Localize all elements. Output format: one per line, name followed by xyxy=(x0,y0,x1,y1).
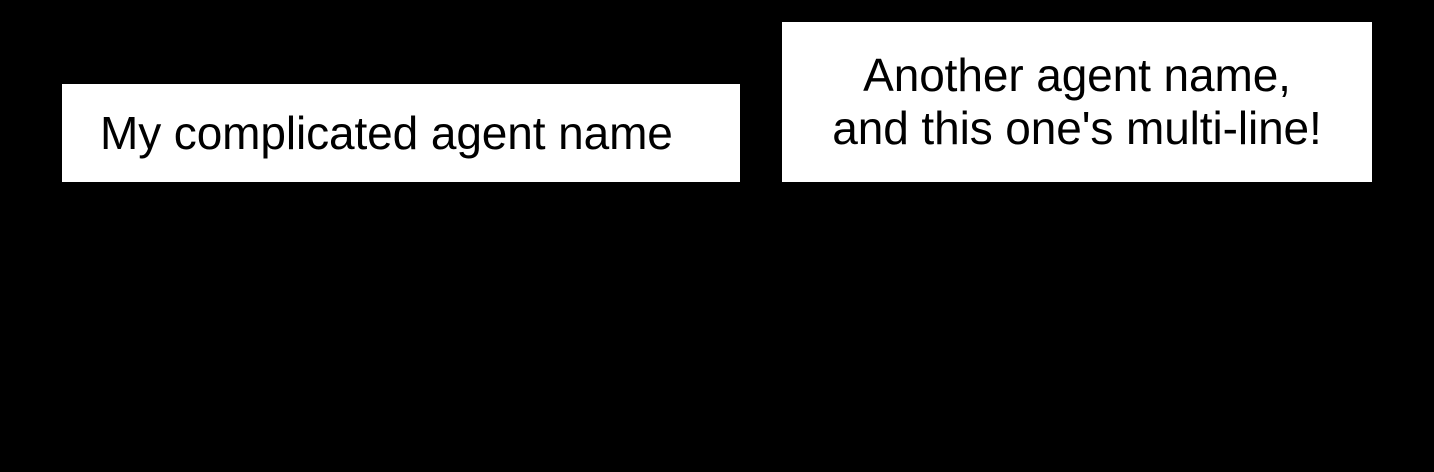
agent-node-2-label-line-2: and this one's multi-line! xyxy=(832,102,1322,154)
agent-node-1-label: My complicated agent name xyxy=(100,107,673,159)
agent-node-1[interactable]: My complicated agent name xyxy=(62,84,740,182)
agent-node-2-label-line-1: Another agent name, xyxy=(863,49,1291,101)
agent-node-2[interactable]: Another agent name, and this one's multi… xyxy=(782,22,1372,182)
